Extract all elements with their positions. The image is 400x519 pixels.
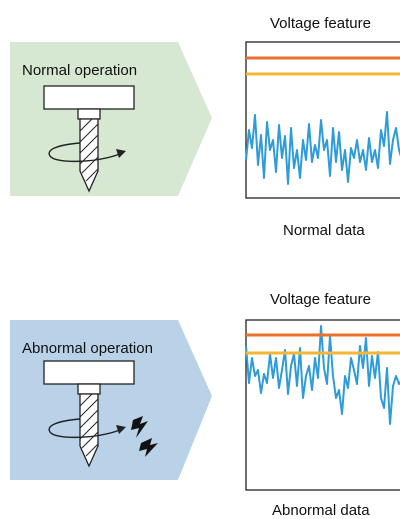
abnormal-panel: Abnormal operation Voltage feature Abnor… [0, 258, 400, 519]
chart-caption: Normal data [283, 222, 365, 239]
operation-banner [10, 320, 212, 480]
abnormal-panel-graphics [10, 319, 400, 491]
rotation-arrow-icon [48, 418, 126, 439]
operation-label: Normal operation [22, 62, 138, 79]
voltage-trace [245, 111, 400, 185]
spark-icon [131, 416, 158, 457]
operation-banner [10, 42, 212, 196]
chart-title: Voltage feature [270, 15, 371, 32]
voltage-trace [245, 325, 400, 425]
normal-panel-graphics [10, 41, 400, 199]
operation-label: Abnormal operation [22, 340, 153, 357]
rotation-arrow-icon [48, 142, 126, 163]
chart-caption: Abnormal data [272, 502, 370, 519]
drill-icon [43, 360, 135, 468]
normal-panel: Normal operation Voltage feature Normal … [0, 0, 400, 250]
chart-title: Voltage feature [270, 291, 371, 308]
chart-frame [245, 41, 400, 199]
